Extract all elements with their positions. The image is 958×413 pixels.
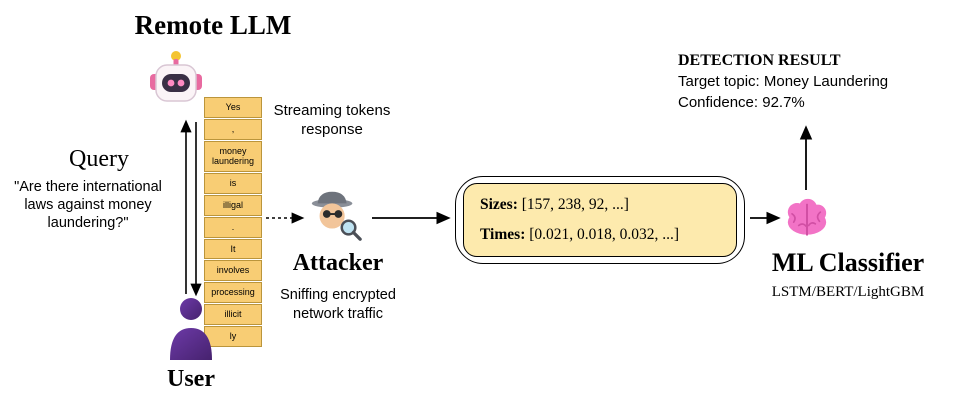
ml-classifier-title: ML Classifier	[771, 248, 925, 277]
attacker-title: Attacker	[292, 250, 384, 276]
token-box: .	[204, 216, 262, 238]
attacker-subtitle: Sniffing encrypted network traffic	[280, 287, 396, 322]
token-box: Yes	[204, 97, 262, 118]
token-box: processing	[204, 282, 262, 303]
detection-target-topic: Target topic: Money Laundering	[678, 73, 889, 91]
sizes-value: [157, 238, 92, ...]	[517, 196, 629, 213]
times-value: [0.021, 0.018, 0.032, ...]	[525, 226, 680, 243]
sizes-label: Sizes:	[480, 196, 518, 213]
token-box: It	[204, 238, 262, 260]
token-box: illigal	[204, 194, 262, 216]
detection-result-block: DETECTION RESULT Target topic: Money Lau…	[678, 50, 928, 113]
robot-icon	[150, 51, 202, 102]
token-box: illicit	[204, 303, 262, 325]
ml-classifier-subtitle: LSTM/BERT/LightGBM	[771, 284, 925, 300]
remote-llm-title: Remote LLM	[134, 10, 292, 40]
query-label: Query	[69, 146, 129, 172]
user-title: User	[167, 366, 215, 392]
attacker-icon	[311, 191, 362, 241]
times-line: Times: [0.021, 0.018, 0.032, ...]	[480, 226, 736, 244]
streaming-caption: Streaming tokens response	[273, 102, 391, 138]
detection-result-title: DETECTION RESULT	[678, 52, 841, 69]
token-box: money laundering	[204, 140, 262, 173]
query-text: "Are there international laws against mo…	[14, 179, 162, 232]
sniffed-features-box: Sizes: [157, 238, 92, ...] Times: [0.021…	[455, 176, 745, 264]
user-icon	[170, 298, 212, 360]
token-box: involves	[204, 260, 262, 282]
times-label: Times:	[480, 226, 526, 243]
sizes-line: Sizes: [157, 238, 92, ...]	[480, 196, 736, 214]
detection-confidence: Confidence: 92.7%	[678, 93, 805, 111]
brain-icon	[787, 198, 827, 236]
token-box: ,	[204, 118, 262, 140]
token-box: is	[204, 173, 262, 194]
sniffed-features-panel: Sizes: [157, 238, 92, ...] Times: [0.021…	[463, 183, 737, 257]
